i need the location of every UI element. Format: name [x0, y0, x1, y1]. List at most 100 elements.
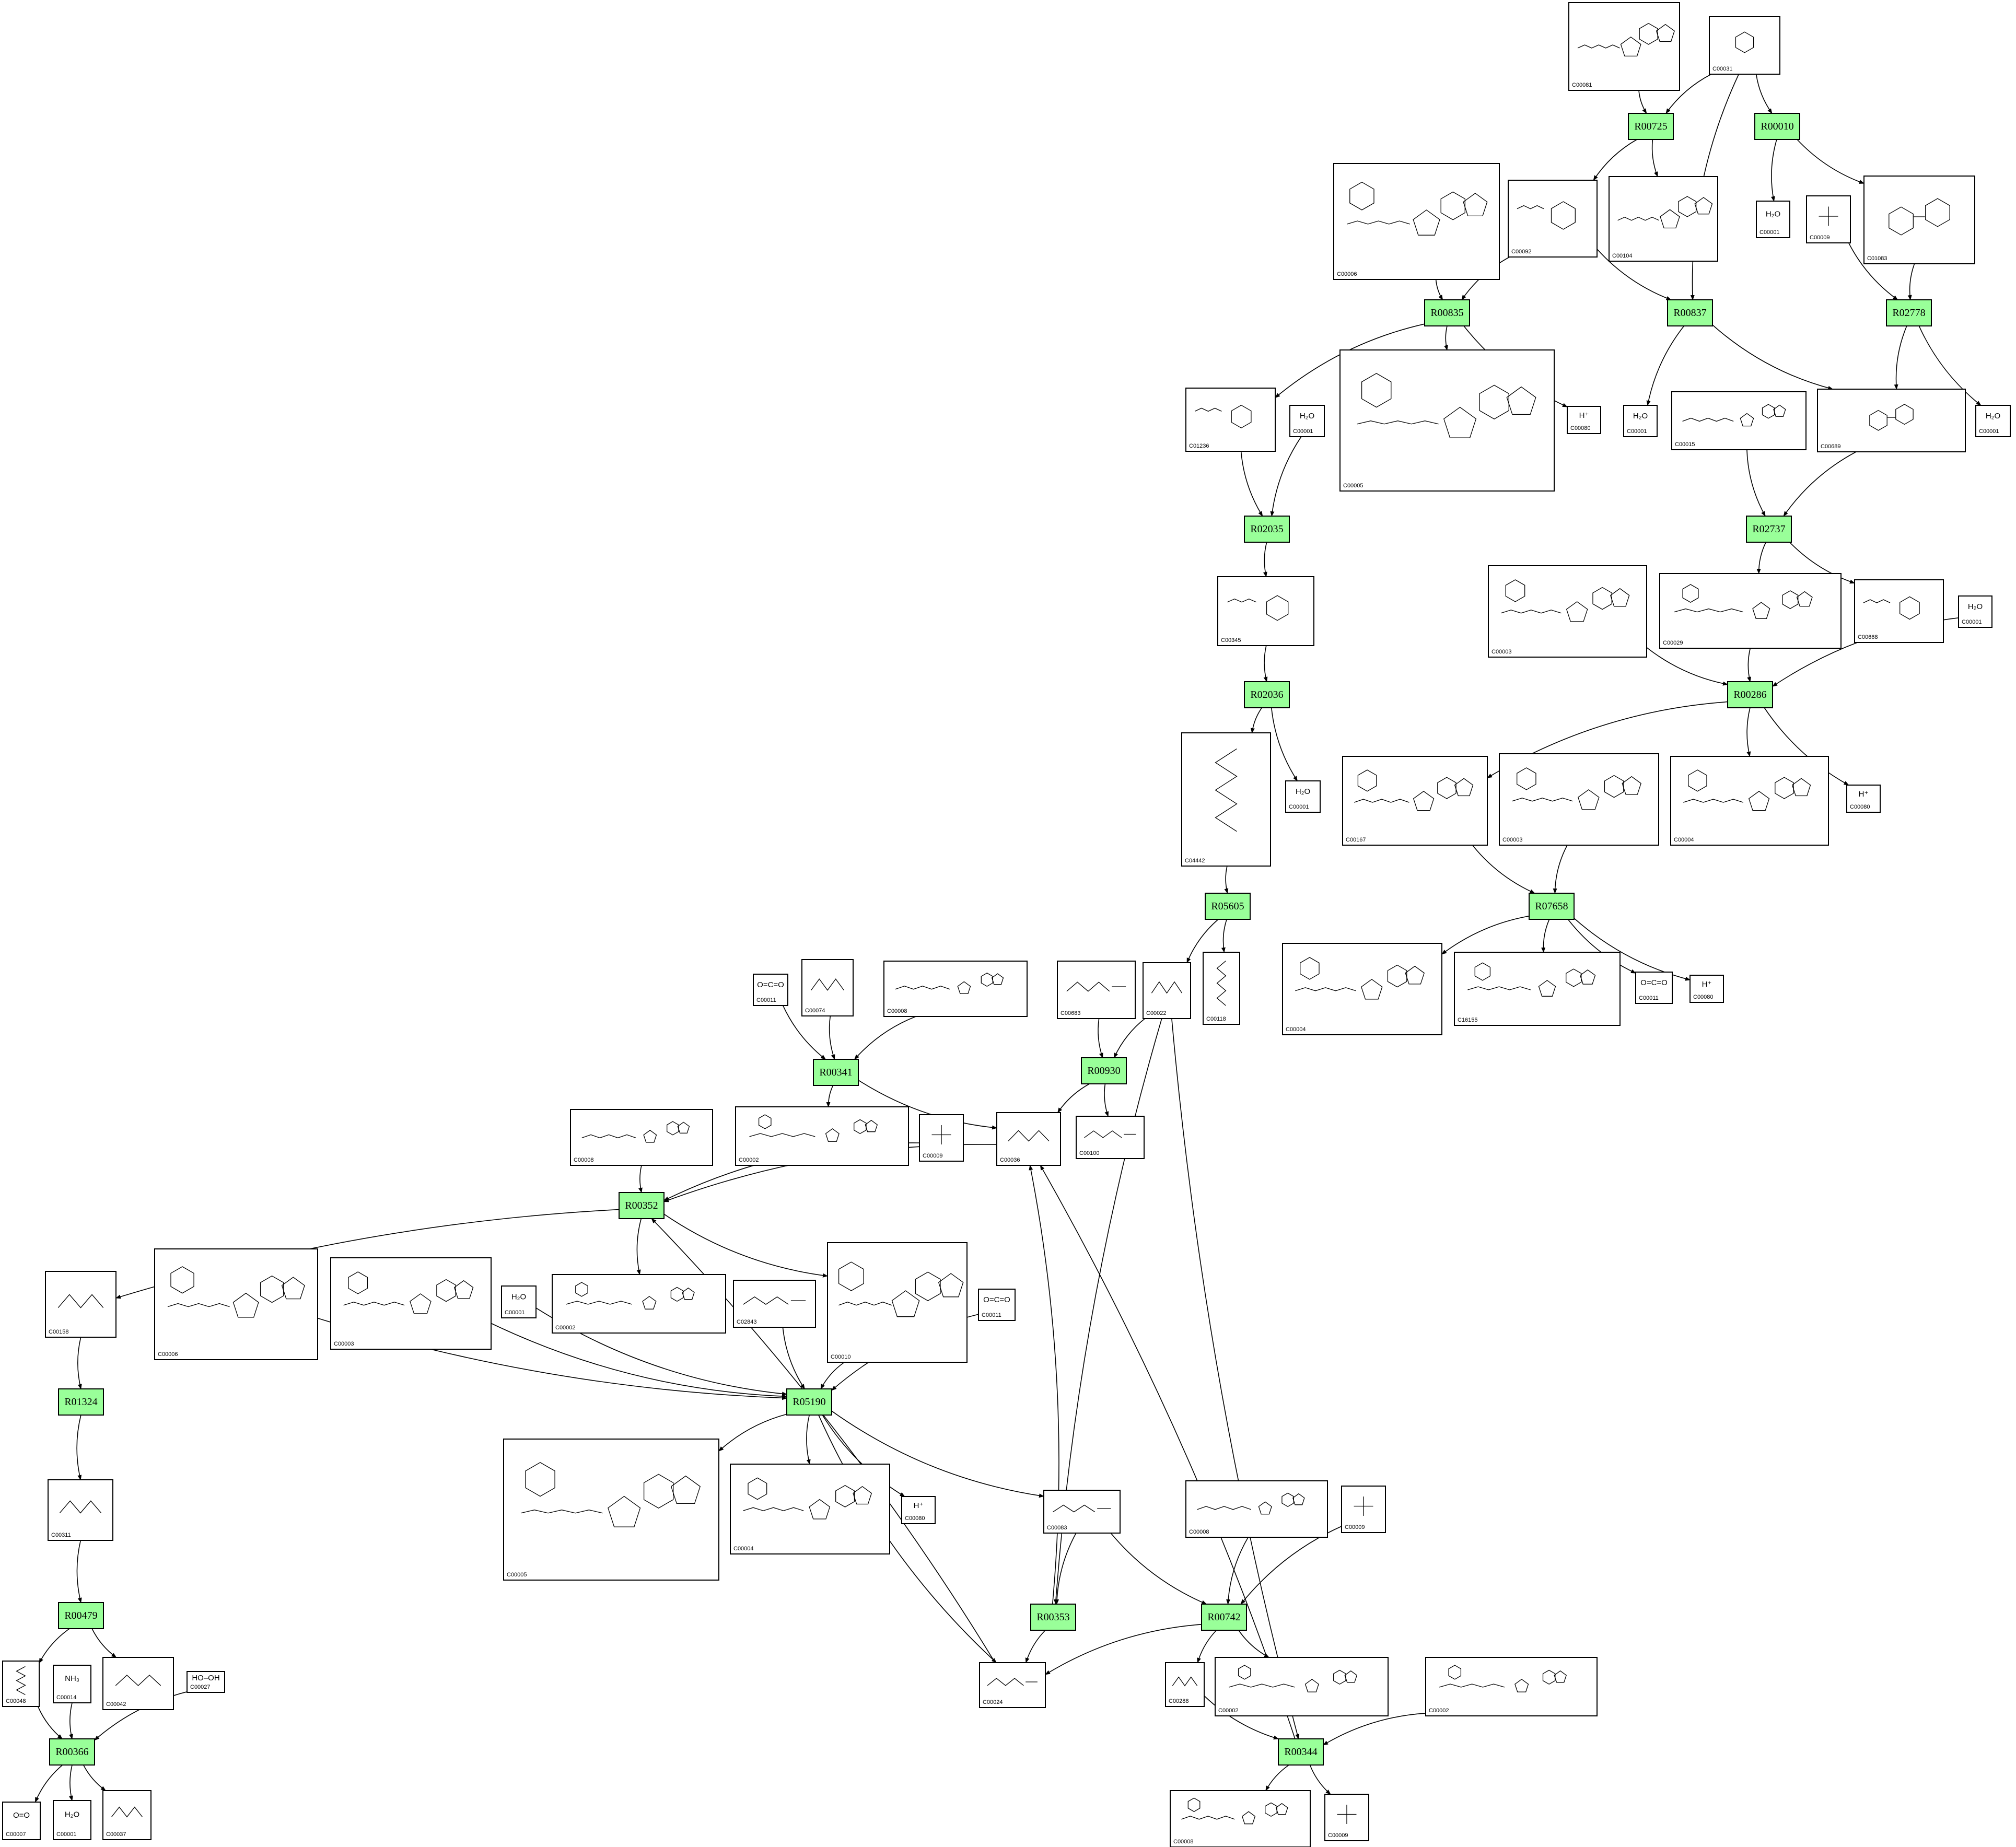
edge-arrow — [1789, 542, 1855, 584]
reaction-node[interactable]: R01324 — [58, 1388, 104, 1416]
reaction-node[interactable]: R02035 — [1244, 516, 1290, 543]
compound-node[interactable]: C00009 — [1806, 195, 1851, 243]
compound-node[interactable]: C00024 — [979, 1662, 1046, 1708]
compound-node[interactable]: C00005 — [1339, 349, 1555, 492]
compound-node[interactable]: C00002 — [1215, 1657, 1389, 1716]
compound-node[interactable]: C00015 — [1671, 391, 1807, 450]
reaction-node[interactable]: R02778 — [1886, 299, 1932, 326]
reaction-node[interactable]: R00742 — [1201, 1604, 1247, 1631]
compound-node[interactable]: H⁺C00080 — [901, 1496, 936, 1524]
compound-node[interactable]: C00048 — [2, 1661, 40, 1707]
compound-id: C00080 — [1850, 804, 1870, 810]
compound-node[interactable]: C01083 — [1863, 176, 1975, 264]
compound-node[interactable]: C01236 — [1185, 388, 1276, 452]
compound-node[interactable]: C04442 — [1181, 732, 1271, 867]
compound-node[interactable]: C00037 — [102, 1790, 152, 1840]
reaction-node[interactable]: R00366 — [49, 1738, 95, 1766]
compound-node[interactable]: C00009 — [1341, 1486, 1386, 1533]
compound-id: C00015 — [1675, 441, 1695, 448]
compound-node[interactable]: C00074 — [801, 959, 854, 1016]
compound-node[interactable]: C00345 — [1217, 576, 1314, 646]
compound-formula: O=C=O — [983, 1295, 1010, 1304]
compound-node[interactable]: C00311 — [48, 1479, 113, 1541]
compound-node[interactable]: C00003 — [1499, 753, 1659, 846]
reaction-node[interactable]: R00353 — [1030, 1604, 1076, 1631]
reaction-node[interactable]: R00341 — [813, 1059, 859, 1086]
compound-node[interactable]: C00008 — [570, 1109, 713, 1166]
compound-node[interactable]: C00006 — [154, 1248, 318, 1360]
compound-node[interactable]: C00092 — [1508, 180, 1598, 258]
compound-node[interactable]: C00031 — [1709, 16, 1780, 75]
compound-node[interactable]: H⁺C00080 — [1567, 406, 1601, 434]
compound-node[interactable]: H⁺C00080 — [1689, 975, 1724, 1003]
reaction-node[interactable]: R00352 — [619, 1192, 665, 1219]
compound-node[interactable]: C02843 — [733, 1280, 816, 1328]
compound-node[interactable]: C00042 — [102, 1657, 174, 1710]
compound-node[interactable]: C00008 — [1185, 1480, 1328, 1538]
compound-node[interactable]: C00100 — [1076, 1116, 1145, 1159]
compound-node[interactable]: C00009 — [919, 1114, 964, 1162]
compound-node[interactable]: C00668 — [1854, 579, 1944, 643]
reaction-node[interactable]: R00479 — [58, 1602, 104, 1629]
compound-node[interactable]: C00002 — [735, 1106, 909, 1166]
compound-node[interactable]: C00009 — [1324, 1794, 1369, 1841]
reaction-node[interactable]: R00835 — [1424, 299, 1470, 326]
reaction-node[interactable]: R00930 — [1081, 1057, 1127, 1084]
compound-node[interactable]: C00008 — [883, 961, 1028, 1017]
edge-arrow — [663, 1213, 828, 1278]
compound-node[interactable]: H⁺C00080 — [1846, 785, 1881, 813]
reaction-node[interactable]: R00286 — [1727, 681, 1773, 708]
edge-arrow — [91, 1628, 117, 1658]
compound-node[interactable]: C00036 — [996, 1112, 1061, 1166]
reaction-node[interactable]: R07658 — [1529, 893, 1575, 920]
reaction-node[interactable]: R00725 — [1628, 113, 1674, 140]
compound-node[interactable]: C00010 — [827, 1242, 968, 1363]
compound-node[interactable]: C00003 — [1488, 565, 1647, 658]
compound-node[interactable]: C00004 — [1670, 756, 1829, 846]
compound-node[interactable]: C00288 — [1165, 1662, 1205, 1707]
compound-node[interactable]: C00003 — [330, 1257, 492, 1350]
compound-node[interactable]: C00006 — [1333, 163, 1500, 280]
reaction-node[interactable]: R00344 — [1278, 1738, 1324, 1766]
compound-node[interactable]: C00083 — [1043, 1490, 1121, 1534]
compound-node[interactable]: C00022 — [1143, 962, 1191, 1019]
compound-node[interactable]: C00005 — [503, 1439, 719, 1581]
compound-node[interactable]: C00118 — [1203, 952, 1240, 1025]
edge-arrow — [1444, 325, 1448, 350]
compound-node[interactable]: C00002 — [1425, 1657, 1598, 1716]
edge-arrow — [1240, 451, 1263, 517]
compound-node[interactable]: C00008 — [1170, 1790, 1311, 1847]
compound-node[interactable]: C00104 — [1609, 176, 1718, 262]
compound-node[interactable]: C00004 — [730, 1464, 890, 1554]
compound-node[interactable]: C16155 — [1454, 952, 1621, 1026]
compound-node[interactable]: C00683 — [1057, 961, 1136, 1019]
compound-node[interactable]: C00081 — [1568, 2, 1680, 91]
reaction-node[interactable]: R02036 — [1244, 681, 1290, 708]
reaction-node[interactable]: R00010 — [1754, 113, 1800, 140]
compound-node[interactable]: C00158 — [45, 1271, 116, 1338]
reaction-node[interactable]: R00837 — [1667, 299, 1713, 326]
compound-node[interactable]: C00167 — [1342, 756, 1488, 846]
compound-node[interactable]: C00004 — [1282, 943, 1442, 1035]
compound-node[interactable]: C00002 — [552, 1274, 726, 1334]
reaction-node[interactable]: R02737 — [1746, 516, 1792, 543]
compound-node[interactable]: C00689 — [1817, 389, 1966, 452]
reaction-node[interactable]: R05605 — [1205, 893, 1251, 920]
compound-node[interactable]: C00029 — [1659, 573, 1842, 649]
compound-box — [501, 1285, 537, 1318]
reaction-node[interactable]: R05190 — [786, 1388, 832, 1416]
